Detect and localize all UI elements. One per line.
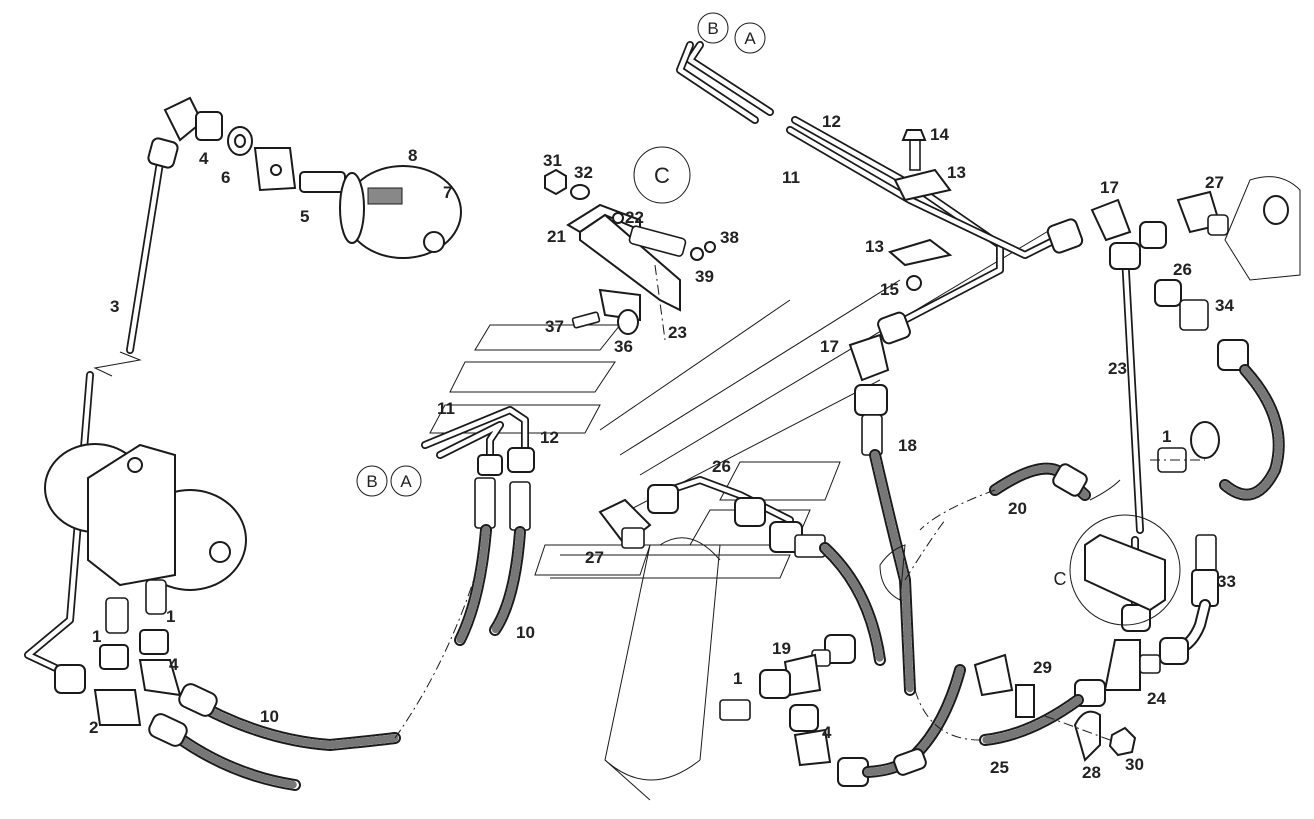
callout-3: 3 — [110, 297, 119, 316]
tag-c-detail: C — [633, 146, 691, 204]
right-side-assembly — [919, 176, 1301, 762]
callout-28: 28 — [1082, 763, 1101, 782]
callout-36: 36 — [614, 337, 633, 356]
callout-30: 30 — [1125, 755, 1144, 774]
callout-23: 23 — [668, 323, 687, 342]
bracket-21-assembly — [544, 168, 716, 341]
tag-c-detail-text: C — [654, 163, 670, 188]
callout-12: 12 — [822, 112, 841, 131]
detail-c-label: C — [1054, 569, 1067, 589]
center-pipes-11-12 — [421, 406, 535, 646]
callout-17: 17 — [820, 337, 839, 356]
callout-6: 6 — [221, 168, 230, 187]
tag-a-center-text: A — [400, 472, 412, 491]
callout-11: 11 — [782, 168, 800, 187]
callout-labels: 1 1 1 1 2 3 4 4 4 5 6 7 8 10 10 11 11 12… — [89, 112, 1236, 782]
callout-25: 25 — [990, 758, 1009, 777]
callout-11: 11 — [437, 399, 455, 418]
callout-10: 10 — [260, 707, 279, 726]
callout-4: 4 — [169, 655, 179, 674]
callout-1: 1 — [1162, 427, 1171, 446]
callout-4: 4 — [199, 149, 209, 168]
callout-23: 23 — [1108, 359, 1127, 378]
tag-a-top: A — [734, 22, 766, 54]
tag-b-center-text: B — [366, 472, 377, 491]
callout-8: 8 — [408, 146, 417, 165]
callout-12: 12 — [540, 428, 559, 447]
accumulator-assembly — [24, 96, 462, 674]
callout-21: 21 — [547, 227, 566, 246]
middle-hose-assembly — [598, 384, 981, 787]
callout-26: 26 — [1173, 260, 1192, 279]
tag-a-center: A — [390, 465, 422, 497]
callout-14: 14 — [930, 125, 949, 144]
callout-13: 13 — [865, 237, 884, 256]
callout-18: 18 — [898, 436, 917, 455]
callout-19: 19 — [772, 639, 791, 658]
callout-27: 27 — [1205, 173, 1224, 192]
callout-13: 13 — [947, 163, 966, 182]
callout-17: 17 — [1100, 178, 1119, 197]
callout-38: 38 — [720, 228, 739, 247]
callout-5: 5 — [300, 207, 309, 226]
callout-15: 15 — [880, 280, 899, 299]
callout-34: 34 — [1215, 296, 1234, 315]
tag-a-top-text: A — [744, 29, 756, 48]
callout-37: 37 — [545, 317, 564, 336]
callout-20: 20 — [1008, 499, 1027, 518]
callout-24: 24 — [1147, 689, 1166, 708]
callout-7: 7 — [443, 183, 452, 202]
callout-1: 1 — [166, 607, 175, 626]
callout-29: 29 — [1033, 658, 1052, 677]
circle-tags: B A B A C C — [356, 12, 1067, 589]
callout-22: 22 — [625, 208, 644, 227]
tag-b-center: B — [356, 465, 388, 497]
tag-b-top: B — [697, 12, 729, 44]
callout-26: 26 — [712, 457, 731, 476]
tag-b-top-text: B — [707, 19, 718, 38]
callout-32: 32 — [574, 163, 593, 182]
callout-1: 1 — [733, 669, 742, 688]
callout-10: 10 — [516, 623, 535, 642]
valve-block-assembly — [44, 443, 481, 791]
callout-31: 31 — [543, 151, 562, 170]
callout-39: 39 — [695, 267, 714, 286]
callout-27: 27 — [585, 548, 604, 567]
top-right-pipes — [676, 41, 1132, 382]
callout-1: 1 — [92, 627, 101, 646]
callout-2: 2 — [89, 718, 98, 737]
callout-4: 4 — [822, 723, 832, 742]
callout-33: 33 — [1217, 572, 1236, 591]
